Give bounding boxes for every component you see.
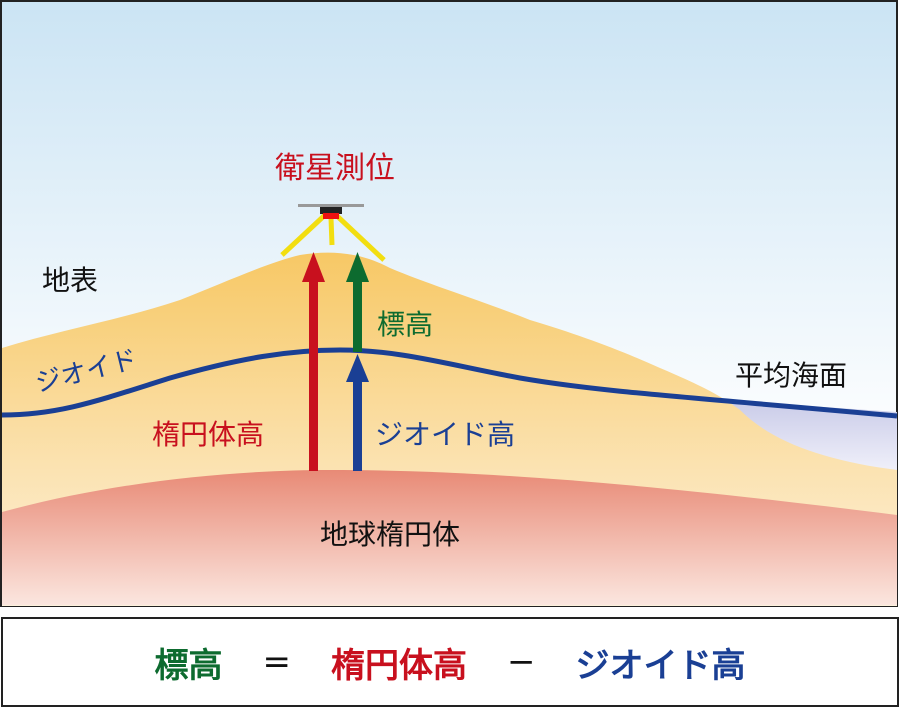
geoid-height-label: ジオイド高: [375, 418, 515, 451]
geoid-height-arrow: [346, 354, 369, 471]
geoid-line: [1, 347, 898, 419]
mean-sea-level-label: 平均海面: [735, 359, 847, 392]
satellite-positioning-label: 衛星測位: [275, 151, 395, 186]
formula-geoid-height: ジオイド高: [575, 645, 746, 686]
ellipsoidal-height-arrow: [302, 252, 325, 471]
ellipsoidal-height-label: 楕円体高: [152, 418, 264, 451]
earth-ellipsoid: [2, 470, 897, 605]
gnss-receiver-icon: [280, 204, 386, 262]
orthometric-height-label: 標高: [377, 308, 433, 341]
earth-ellipsoid-label: 地球楕円体: [320, 518, 460, 551]
orthometric-height-arrow: [346, 252, 369, 352]
formula-equals: =: [262, 642, 292, 682]
formula-ellipsoidal-height: 楕円体高: [331, 645, 467, 686]
formula-orthometric-height: 標高: [154, 645, 223, 686]
formula-minus: −: [507, 642, 536, 682]
ground-surface-label: 地表: [42, 264, 98, 297]
height-formula: 標高 = 楕円体高 − ジオイド高: [1, 617, 899, 707]
geoid-diagram: 衛星測位 地表 ジオイド 標高 楕円体高 ジオイド高 平均海面 地球楕円体: [0, 0, 898, 607]
sea: [720, 400, 897, 475]
